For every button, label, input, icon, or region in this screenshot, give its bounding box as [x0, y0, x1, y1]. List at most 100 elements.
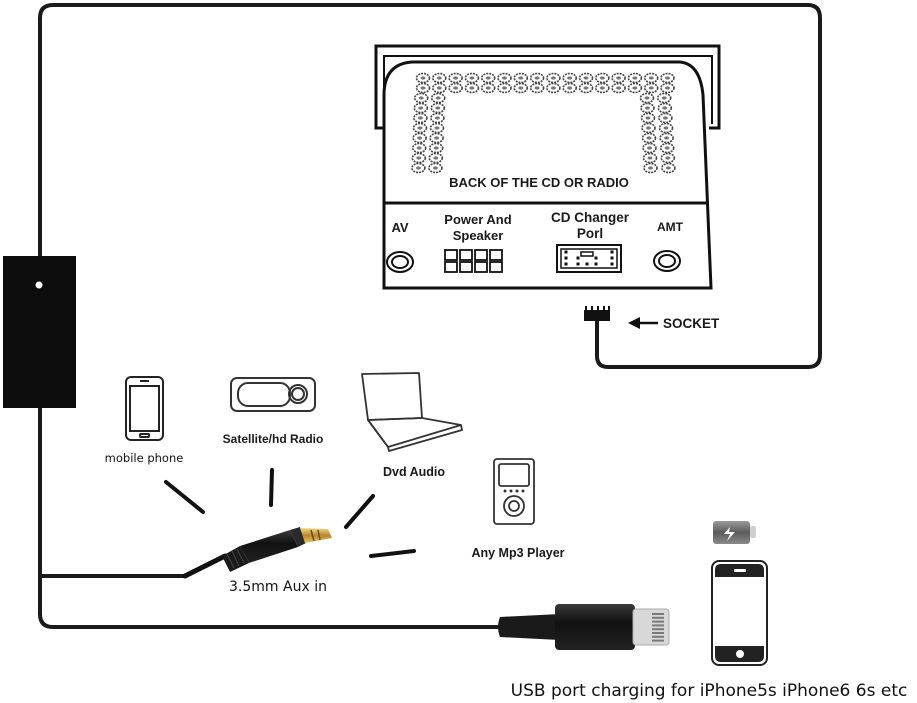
cd-pin: [594, 256, 598, 260]
vent-hole: [611, 82, 626, 94]
lightning-pin: [652, 613, 664, 615]
vent-hole: [657, 102, 673, 114]
vent-hole: [578, 82, 594, 94]
vent-hole: [413, 92, 429, 104]
vent-hole: [411, 142, 427, 154]
source-dvd-audio-label: Dvd Audio: [383, 465, 445, 479]
vent-hole: [497, 72, 512, 84]
power-pin: [474, 249, 488, 261]
vent-hole: [430, 92, 446, 104]
aux-jack-icon: [182, 527, 332, 579]
vent-hole: [640, 112, 656, 124]
vent-hole: [659, 132, 674, 144]
port-av-label: AV: [391, 220, 408, 235]
vent-hole: [431, 72, 447, 84]
port-amt-label: AMT: [657, 220, 684, 234]
cd-pin: [610, 262, 614, 266]
port-cd-label-2: Porl: [577, 226, 603, 241]
usb-caption: USB port charging for iPhone5s iPhone6 6…: [511, 681, 908, 701]
vent-hole: [562, 72, 578, 84]
source-mp3-player-label: Any Mp3 Player: [471, 546, 564, 560]
cd-pin: [576, 262, 580, 266]
vent-hole: [497, 82, 512, 94]
vent-hole: [643, 82, 659, 94]
vent-hole: [529, 72, 545, 84]
vent-hole: [578, 72, 594, 84]
arrow-left-icon: [628, 317, 658, 329]
source-connector-lines: [164, 468, 416, 558]
module-led-icon: [35, 281, 43, 289]
lightning-pin: [652, 620, 664, 623]
cd-pin: [585, 262, 589, 266]
battery-charging-icon: [713, 521, 756, 544]
vent-hole: [429, 122, 445, 134]
line-dvd-audio: [344, 494, 375, 529]
vent-hole: [513, 82, 529, 94]
vent-hole: [431, 82, 447, 94]
power-pin: [459, 249, 473, 261]
vent-hole: [594, 72, 610, 84]
vent-hole: [429, 132, 444, 144]
socket-label: SOCKET: [663, 316, 720, 331]
cd-changer-port-icon: [556, 244, 622, 273]
mobile-phone-icon: [125, 376, 164, 441]
radio-bracket: [374, 44, 721, 130]
vent-hole: [412, 132, 427, 144]
vent-hole: [642, 152, 658, 164]
mp3-player-icon: [493, 458, 535, 525]
port-power-label-2: Speaker: [453, 228, 504, 243]
vent-hole: [643, 162, 658, 174]
cd-pin: [564, 250, 568, 254]
vent-hole: [412, 122, 428, 134]
vent-hole: [611, 72, 626, 84]
vent-hole: [661, 162, 676, 174]
vent-hole: [428, 152, 444, 164]
power-pin: [444, 249, 458, 261]
vent-hole: [546, 82, 561, 94]
vent-hole: [480, 72, 496, 84]
vent-hole: [659, 142, 675, 154]
vent-hole: [642, 142, 657, 154]
vent-hole: [430, 102, 446, 114]
vent-hole: [562, 82, 578, 94]
port-power-label-1: Power And: [444, 212, 511, 227]
power-pin: [489, 249, 503, 261]
amt-port-icon: [653, 250, 681, 272]
lightning-pin: [652, 639, 664, 642]
vent-hole: [641, 132, 657, 144]
socket-connector-icon: [584, 306, 610, 321]
radio-unit: [374, 44, 721, 290]
cd-pin: [576, 256, 580, 260]
vent-hole: [411, 152, 427, 164]
vent-hole: [448, 82, 463, 94]
line-satellite-radio: [269, 468, 274, 507]
vent-hole: [415, 82, 431, 94]
vent-hole: [594, 82, 610, 94]
vent-hole: [448, 72, 463, 84]
dvd-laptop-icon: [361, 372, 463, 452]
power-pin: [459, 261, 473, 273]
vent-hole: [641, 122, 656, 134]
radio-body: [382, 60, 713, 290]
cd-pin: [594, 262, 598, 266]
port-cd-label-1: CD Changer: [551, 210, 630, 225]
vent-hole: [640, 102, 655, 114]
iphone-icon: [711, 560, 768, 666]
line-mobile-phone: [164, 480, 205, 514]
vent-hole: [660, 82, 675, 94]
vent-hole: [639, 92, 655, 104]
lightning-pin: [652, 632, 664, 634]
vent-hole: [415, 72, 431, 84]
vent-hole: [660, 72, 675, 84]
vent-hole: [660, 152, 676, 164]
power-pin: [474, 261, 488, 273]
cd-pin: [610, 256, 614, 260]
vent-hole: [430, 112, 445, 124]
radio-title: BACK OF THE CD OR RADIO: [449, 175, 629, 190]
vent-hole: [428, 162, 443, 174]
vent-hole: [480, 82, 496, 94]
vent-hole: [627, 82, 643, 94]
vent-hole: [464, 72, 480, 84]
radio-vent-holes: [411, 72, 676, 174]
cd-pin: [564, 262, 568, 266]
